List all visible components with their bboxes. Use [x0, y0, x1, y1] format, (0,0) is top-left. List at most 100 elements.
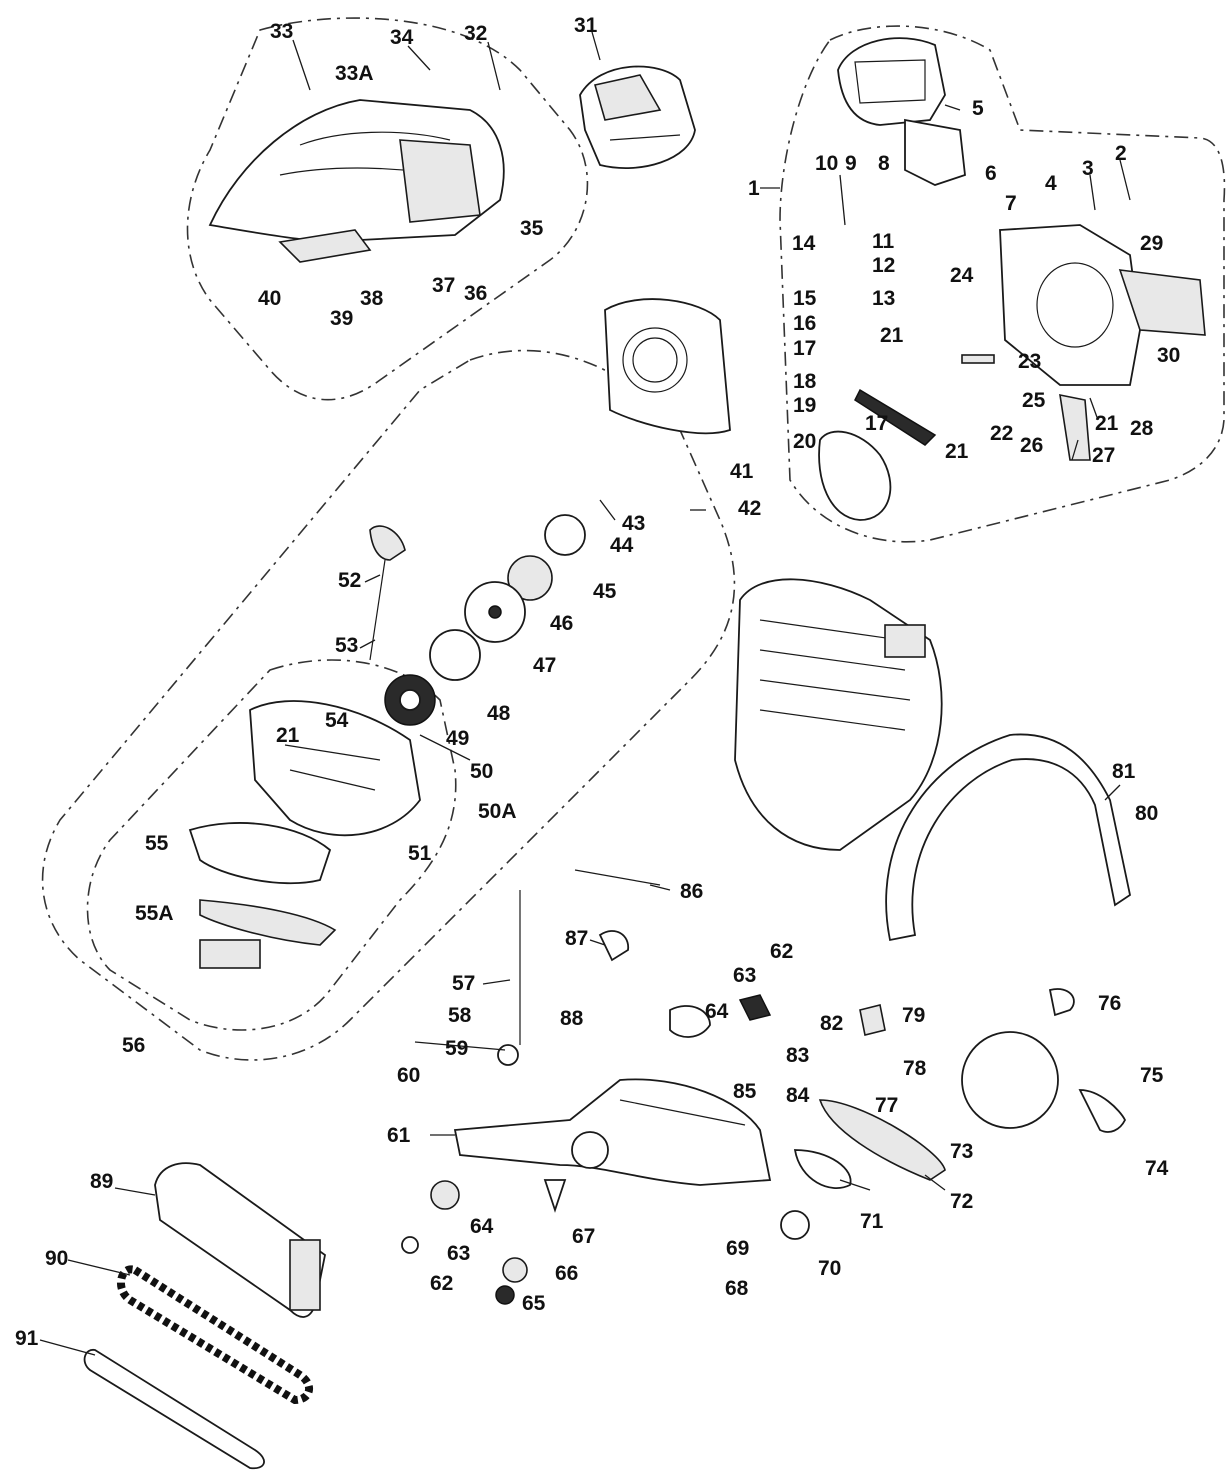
callout-9: 9	[845, 152, 857, 175]
callout-27: 27	[1092, 444, 1115, 467]
callout-21-c: 21	[945, 440, 969, 463]
brake-spring-part	[854, 388, 937, 446]
callout-50a: 50A	[478, 800, 517, 823]
callout-58: 58	[448, 1004, 472, 1027]
callout-23: 23	[1018, 350, 1041, 373]
spark-plug-cap-part	[1048, 988, 1075, 1017]
bar-cover-part	[154, 1162, 326, 1318]
switch-part	[859, 1004, 886, 1036]
callout-14: 14	[792, 232, 816, 255]
chain-guide-part	[1059, 393, 1091, 461]
recoil-spring-center-part	[399, 689, 421, 711]
callout-80: 80	[1135, 802, 1158, 825]
callout-4: 4	[1045, 172, 1057, 195]
callout-34: 34	[390, 26, 414, 49]
callout-17-b: 17	[865, 412, 888, 435]
guide-bar-part	[83, 1349, 265, 1470]
callout-11: 11	[872, 230, 895, 253]
callout-90: 90	[45, 1247, 68, 1270]
callout-33: 33	[270, 20, 293, 43]
callout-45: 45	[593, 580, 617, 603]
nut-part	[495, 1285, 515, 1305]
callout-10: 10	[815, 152, 838, 175]
callout-61: 61	[387, 1124, 411, 1147]
callout-55a: 55A	[135, 902, 174, 925]
fuel-cap-part	[598, 930, 629, 962]
detail-magnifier-part	[961, 1031, 1059, 1129]
callout-65: 65	[522, 1292, 546, 1315]
callout-86: 86	[680, 880, 703, 903]
oring-part	[401, 1236, 419, 1254]
callout-89: 89	[90, 1170, 113, 1193]
oil-pump-worm-part	[430, 1180, 460, 1210]
callout-24: 24	[950, 264, 974, 287]
control-rod-part	[574, 869, 661, 886]
callout-32: 32	[464, 22, 487, 45]
callout-62-a: 62	[770, 940, 793, 963]
callout-43: 43	[622, 512, 645, 535]
small-plate-part	[961, 354, 995, 364]
callout-54: 54	[325, 709, 349, 732]
throttle-part	[738, 994, 772, 1021]
callout-33a: 33A	[335, 62, 374, 85]
callout-74: 74	[1145, 1157, 1169, 1180]
callout-39: 39	[330, 307, 353, 330]
callout-41: 41	[730, 460, 754, 483]
callout-64-b: 64	[470, 1215, 494, 1238]
callout-63-b: 63	[447, 1242, 470, 1265]
callout-68: 68	[725, 1277, 749, 1300]
callout-77: 77	[875, 1094, 898, 1117]
callout-69: 69	[726, 1237, 749, 1260]
callout-73: 73	[950, 1140, 973, 1163]
callout-49: 49	[446, 727, 469, 750]
callout-5: 5	[972, 97, 984, 120]
callout-8: 8	[878, 152, 890, 175]
callout-51: 51	[408, 842, 432, 865]
chain-catcher-part	[793, 1149, 852, 1189]
callout-64-a: 64	[705, 1000, 729, 1023]
callout-21-d: 21	[276, 724, 300, 747]
hand-guard-part	[837, 37, 966, 186]
callout-81: 81	[1112, 760, 1136, 783]
callout-20: 20	[793, 430, 816, 453]
starter-housing-part	[249, 700, 421, 837]
cover-filter-plate	[278, 229, 372, 263]
callout-3: 3	[1082, 157, 1094, 180]
carburetor-part	[669, 1005, 711, 1038]
callout-21-a: 21	[880, 324, 904, 347]
group-boundary-side-cover	[779, 25, 1226, 543]
fuel-filter-part	[497, 1044, 519, 1066]
callout-35: 35	[520, 217, 544, 240]
callout-30: 30	[1157, 344, 1180, 367]
callout-63-a: 63	[733, 964, 756, 987]
callout-38: 38	[360, 287, 384, 310]
ignition-wire-part	[1078, 1089, 1127, 1133]
callout-44: 44	[610, 534, 634, 557]
brake-band-part	[818, 430, 892, 521]
side-cover-housing-part	[999, 224, 1206, 386]
callout-25: 25	[1022, 389, 1046, 412]
engine-block-part	[734, 578, 943, 851]
callout-56: 56	[122, 1034, 145, 1057]
callout-6: 6	[985, 162, 997, 185]
starter-cover-part	[188, 822, 337, 946]
group-boundary-top-cover	[186, 17, 589, 401]
top-cover-part	[208, 99, 505, 243]
callout-13: 13	[872, 287, 895, 310]
starter-rope-part	[369, 559, 386, 661]
callout-37: 37	[432, 274, 455, 297]
callout-76: 76	[1098, 992, 1121, 1015]
callout-28: 28	[1130, 417, 1154, 440]
callout-46: 46	[550, 612, 573, 635]
callout-55: 55	[145, 832, 169, 855]
callout-47: 47	[533, 654, 556, 677]
callout-79: 79	[902, 1004, 925, 1027]
callout-82: 82	[820, 1012, 843, 1035]
callout-17-a: 17	[793, 337, 816, 360]
flywheel-hub-part	[488, 605, 502, 619]
callout-91: 91	[15, 1327, 39, 1350]
callout-53: 53	[335, 634, 358, 657]
callout-72: 72	[950, 1190, 973, 1213]
group-boundary-starter-housing	[86, 659, 457, 1031]
callout-67: 67	[572, 1225, 595, 1248]
